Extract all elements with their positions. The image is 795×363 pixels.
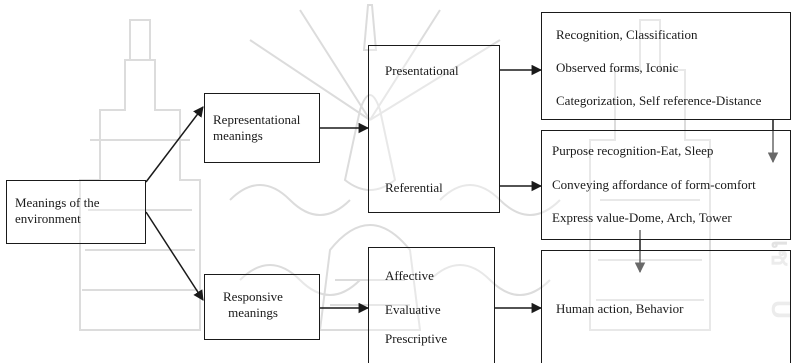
presentational-label: Presentational	[385, 63, 459, 78]
responsive-types-box: Affective Evaluative Prescriptive	[368, 247, 495, 363]
arrow-source-to-responsive	[145, 211, 204, 301]
presentational-outcome-3: Categorization, Self reference-Distance	[556, 93, 762, 108]
arrow-source-to-representational	[145, 106, 204, 183]
presentational-outcomes-box: Recognition, Classification Observed for…	[541, 12, 791, 120]
responsive-type-evaluative: Evaluative	[385, 302, 441, 317]
responsive-type-prescriptive: Prescriptive	[385, 331, 448, 346]
referential-outcome-1: Purpose recognition-Eat, Sleep	[552, 143, 714, 158]
representational-box: Representational meanings	[204, 93, 320, 163]
referential-outcome-3: Express value-Dome, Arch, Tower	[552, 210, 732, 225]
result-label: Human action, Behavior	[556, 301, 684, 316]
representational-types-box: Presentational Referential	[368, 45, 500, 213]
result-box: Human action, Behavior	[541, 250, 791, 363]
referential-label: Referential	[385, 180, 443, 195]
representational-label: Representational meanings	[213, 112, 301, 143]
presentational-outcome-2: Observed forms, Iconic	[556, 60, 679, 75]
presentational-outcome-1: Recognition, Classification	[556, 27, 698, 42]
source-label: Meanings of the environment	[15, 195, 100, 226]
svg-text:U: U	[766, 300, 795, 319]
referential-outcome-2: Conveying affordance of form-comfort	[552, 177, 756, 192]
responsive-label: Responsive meanings	[223, 289, 283, 320]
responsive-box: Responsive meanings	[204, 274, 320, 340]
responsive-type-affective: Affective	[385, 268, 434, 283]
source-box: Meanings of the environment	[6, 180, 146, 244]
referential-outcomes-box: Purpose recognition-Eat, Sleep Conveying…	[541, 130, 791, 240]
